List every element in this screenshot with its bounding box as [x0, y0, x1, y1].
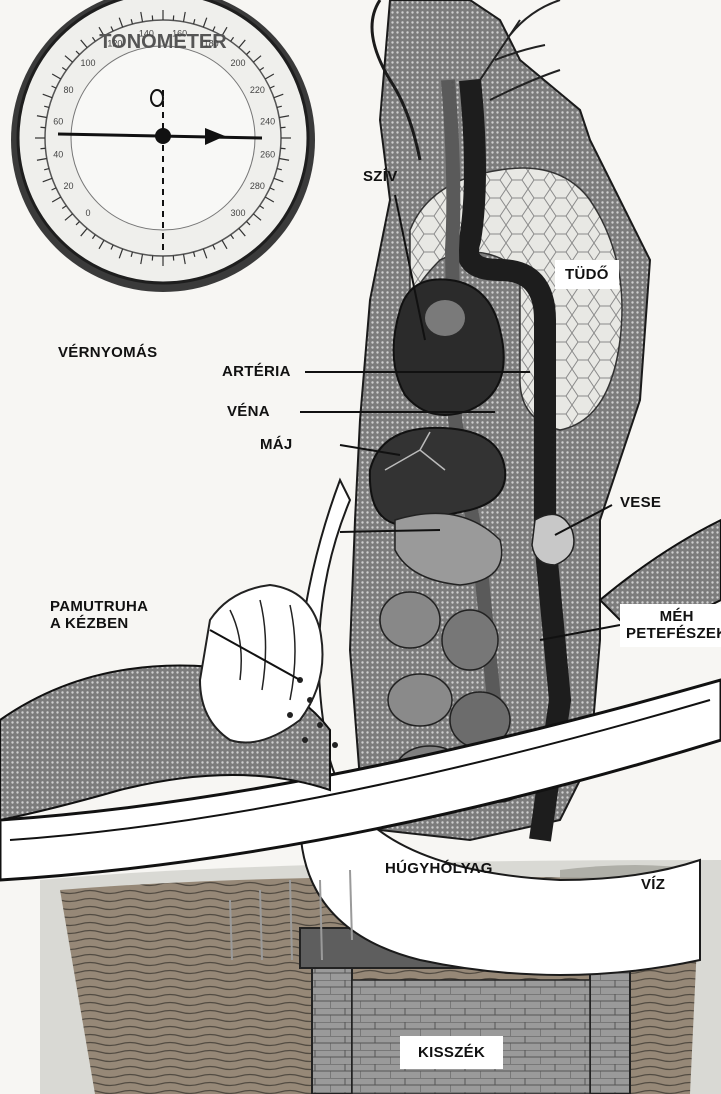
label-uterus: MÉH — [626, 608, 721, 625]
dial-scale-number: 160 — [172, 28, 187, 38]
label-water: VÍZ — [641, 876, 665, 893]
dial-scale-number: 200 — [230, 58, 245, 68]
label-stool: KISSZÉK — [400, 1036, 503, 1069]
label-artery: ARTÉRIA — [222, 363, 291, 380]
label-kidney: VESE — [620, 494, 661, 511]
dial-scale-number: 100 — [81, 58, 96, 68]
label-cotton-cloth: PAMUTRUHA A KÉZBEN — [50, 598, 148, 633]
label-bladder: HÚGYHÓLYAG — [385, 860, 493, 877]
dial-scale-number: 240 — [260, 116, 275, 126]
dial-scale-number: 260 — [260, 150, 275, 160]
label-ovary: PETEFÉSZEK — [626, 625, 721, 642]
heart-organ — [394, 279, 504, 415]
dial-scale-number: 140 — [139, 28, 154, 38]
dial-scale-number: 120 — [107, 39, 122, 49]
dial-scale-number: 220 — [250, 85, 265, 95]
dial-scale-number: 280 — [250, 181, 265, 191]
label-vein: VÉNA — [227, 403, 270, 420]
dial-scale-number: 60 — [53, 116, 63, 126]
label-uterus-ovary: MÉH PETEFÉSZEK — [620, 604, 721, 647]
dial-scale-number: 40 — [53, 150, 63, 160]
label-heart: SZÍV — [363, 168, 398, 185]
label-blood-pressure: VÉRNYOMÁS — [58, 344, 157, 361]
label-cotton-cloth-line1: PAMUTRUHA — [50, 598, 148, 615]
dial-scale-number: 80 — [64, 85, 74, 95]
dial-scale-number: 180 — [204, 39, 219, 49]
label-lung: TÜDŐ — [555, 260, 619, 289]
label-cotton-cloth-line2: A KÉZBEN — [50, 615, 148, 632]
dial-scale-number: 20 — [64, 181, 74, 191]
kidney-organ — [532, 514, 574, 565]
dial-scale-number: 0 — [86, 208, 91, 218]
dial-scale-number: 300 — [230, 208, 245, 218]
label-liver: MÁJ — [260, 436, 293, 453]
